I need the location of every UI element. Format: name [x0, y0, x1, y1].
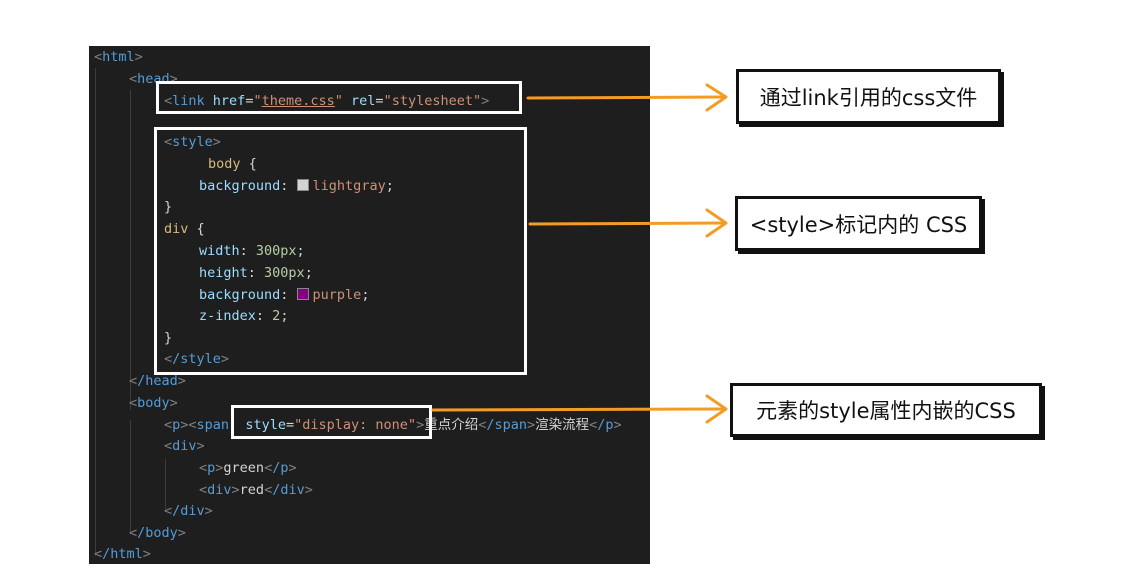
- code-token: div: [172, 438, 197, 454]
- code-token: lightgray: [312, 178, 386, 194]
- arrow-to-style-callout: [528, 208, 728, 238]
- style-highlight-box: [154, 127, 527, 375]
- code-token: display: none: [302, 417, 408, 433]
- indent-guide: [95, 68, 96, 556]
- link-highlight-box: [156, 81, 522, 114]
- callout-inline-css: 元素的style属性内嵌的CSS: [730, 383, 1042, 437]
- indent-guide: [165, 459, 166, 509]
- code-token: purple: [312, 287, 362, 303]
- code-token: background: [199, 178, 281, 194]
- callout-text: 通过link引用的css文件: [759, 85, 978, 110]
- code-token: height: [199, 265, 248, 281]
- code-token: /div: [172, 503, 205, 519]
- callout-link-css: 通过link引用的css文件: [736, 69, 1001, 124]
- indent-guide: [130, 420, 131, 534]
- code-token: 2: [272, 308, 281, 324]
- code-token: 渲染流程: [535, 417, 590, 433]
- code-line: }: [164, 327, 172, 349]
- code-token: /p: [597, 417, 614, 433]
- code-token: style: [172, 134, 213, 150]
- arrow-to-inline-callout: [431, 394, 728, 424]
- code-line: width: 300px;: [199, 243, 305, 259]
- code-line: body {: [208, 156, 257, 172]
- color-swatch-purple: [296, 288, 309, 300]
- code-token: p: [172, 417, 181, 433]
- code-token: span: [196, 417, 230, 433]
- code-token: /style: [172, 351, 221, 367]
- code-line: height: 300px;: [199, 265, 313, 281]
- code-line: div {: [164, 221, 205, 237]
- code-token: green: [223, 460, 265, 476]
- code-token: /html: [102, 546, 143, 562]
- code-line: <style>: [164, 134, 221, 150]
- code-token: div: [164, 221, 189, 237]
- code-token: /p: [272, 460, 289, 476]
- code-token: html: [102, 49, 135, 65]
- code-token: body: [208, 156, 241, 172]
- code-token: /div: [272, 482, 305, 498]
- code-token: rel: [351, 93, 376, 109]
- code-token: }: [164, 330, 173, 346]
- code-token: link: [172, 93, 205, 109]
- indent-guide: [130, 90, 131, 410]
- code-token: /span: [486, 417, 527, 433]
- callout-text: 元素的style属性内嵌的CSS: [756, 399, 1016, 423]
- color-swatch-lightgray: [296, 179, 309, 191]
- code-token: stylesheet: [391, 93, 473, 109]
- code-token: 300px: [255, 243, 297, 259]
- code-token: /body: [137, 525, 178, 541]
- code-line: </html>: [94, 546, 151, 562]
- code-line: <body>: [129, 395, 178, 411]
- code-token: theme.css: [261, 93, 335, 109]
- code-token: body: [137, 395, 170, 411]
- code-line: <p><span style="display: none">重点介绍</spa…: [164, 417, 622, 433]
- code-line: </body>: [129, 525, 186, 541]
- code-line: <div>red</div>: [199, 482, 313, 498]
- code-token: style: [245, 417, 286, 433]
- inline-style-highlight-box: [231, 405, 432, 439]
- code-line: <link href="theme.css" rel="stylesheet">: [164, 93, 490, 109]
- code-token: }: [164, 199, 173, 215]
- code-line: <div>: [164, 438, 205, 454]
- code-token: 300px: [264, 265, 305, 281]
- code-token: red: [239, 482, 265, 498]
- code-line: background: purple;: [199, 287, 370, 303]
- code-line: </div>: [164, 503, 213, 519]
- arrow-to-link-callout: [526, 83, 728, 112]
- code-token: href: [212, 93, 246, 109]
- code-token: p: [207, 460, 216, 476]
- code-token: 重点介绍: [424, 417, 479, 433]
- code-token: background: [199, 287, 281, 303]
- code-token: /head: [137, 373, 178, 389]
- code-token: z-index: [199, 308, 256, 324]
- code-token: div: [207, 482, 232, 498]
- callout-style-css: <style>标记内的 CSS: [735, 196, 982, 251]
- code-line: </head>: [129, 373, 186, 389]
- code-line: </style>: [164, 351, 230, 367]
- callout-text: <style>标记内的 CSS: [749, 212, 968, 237]
- code-line: background: lightgray;: [199, 178, 394, 194]
- code-line: }: [164, 196, 172, 218]
- code-line: <p>green</p>: [199, 460, 297, 476]
- code-token: width: [199, 243, 240, 259]
- code-line: z-index: 2;: [199, 308, 289, 324]
- code-editor: <html> <head> <link href="theme.css" rel…: [89, 46, 650, 564]
- code-line: <html>: [94, 49, 143, 65]
